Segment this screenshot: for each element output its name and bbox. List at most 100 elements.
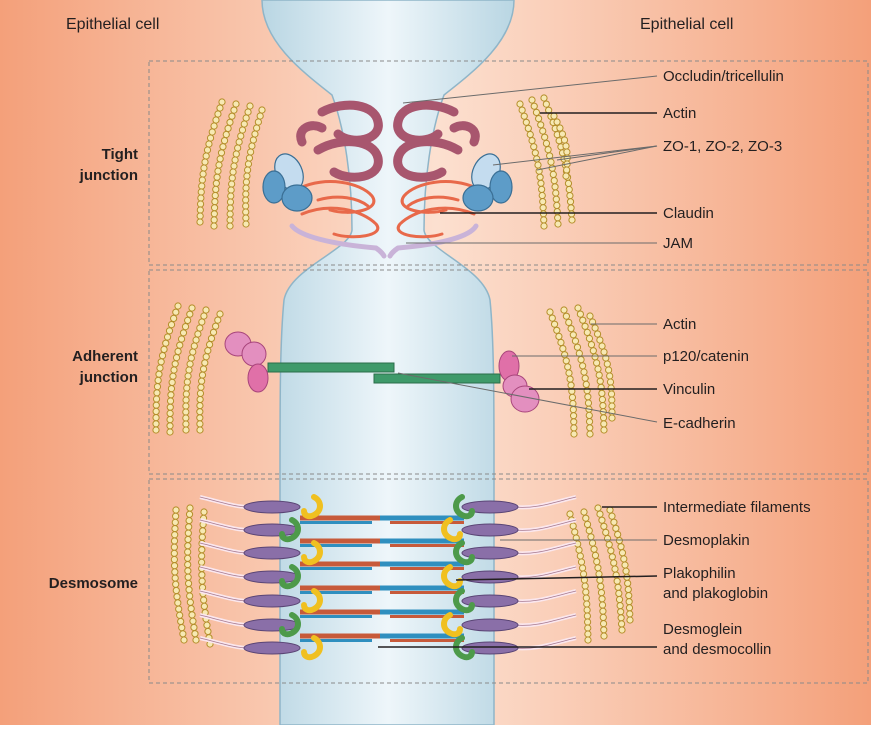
actin-bead [586, 412, 592, 418]
actin-bead [587, 313, 593, 319]
actin-bead [567, 376, 573, 382]
actin-bead [190, 349, 196, 355]
actin-bead [248, 149, 254, 155]
actin-bead [187, 505, 193, 511]
actin-bead [538, 180, 544, 186]
actin-bead [187, 361, 193, 367]
actin-bead [171, 367, 177, 373]
actin-bead [191, 624, 197, 630]
actin-bead [185, 568, 191, 574]
actin-bead [189, 305, 195, 311]
actin-bead [592, 325, 598, 331]
actin-bead [529, 138, 535, 144]
actin-bead [167, 429, 173, 435]
actin-bead [199, 572, 205, 578]
actin-bead [599, 602, 605, 608]
actin-bead [172, 361, 178, 367]
actin-bead [594, 559, 600, 565]
actin-bead [609, 403, 615, 409]
actin-bead [185, 530, 191, 536]
actin-bead [180, 631, 186, 637]
actin-bead [177, 342, 183, 348]
actin-bead [206, 341, 212, 347]
actin-bead [227, 199, 233, 205]
actin-bead [581, 369, 587, 375]
actin-bead [570, 332, 576, 338]
desmosome-title: Desmosome [49, 575, 138, 592]
actin-bead [548, 159, 554, 165]
actin-bead [543, 140, 549, 146]
actin-bead [569, 217, 575, 223]
actin-bead [214, 174, 220, 180]
actin-bead [197, 427, 203, 433]
actin-bead [599, 343, 605, 349]
actin-bead [569, 394, 575, 400]
actin-bead [167, 417, 173, 423]
actin-bead [534, 156, 540, 162]
actin-bead [594, 331, 600, 337]
actin-bead [243, 221, 249, 227]
actin-bead [186, 511, 192, 517]
actin-bead [613, 525, 619, 531]
adherent-junction-title: junction [79, 369, 138, 386]
desmoplakin [462, 571, 518, 583]
actin-bead [197, 219, 203, 225]
actin-bead [244, 167, 250, 173]
actin-bead [595, 366, 601, 372]
actin-bead [600, 621, 606, 627]
actin-bead [596, 372, 602, 378]
actin-bead [562, 352, 568, 358]
desmoglein [390, 639, 464, 642]
zo-protein [463, 185, 493, 211]
actin-bead [600, 415, 606, 421]
actin-bead [200, 528, 206, 534]
actin-bead [543, 101, 549, 107]
actin-bead [564, 149, 570, 155]
label-plakophilin: Plakophilin [663, 565, 736, 582]
actin-bead [614, 578, 620, 584]
actin-bead [563, 358, 569, 364]
actin-bead [527, 131, 533, 137]
actin-bead [231, 107, 237, 113]
actin-bead [599, 396, 605, 402]
actin-bead [181, 637, 187, 643]
label-actin-adherent: Actin [663, 316, 696, 333]
actin-bead [574, 344, 580, 350]
actin-bead [591, 546, 597, 552]
actin-bead [193, 337, 199, 343]
label-intermediate-filaments: Intermediate filaments [663, 499, 811, 516]
actin-bead [199, 177, 205, 183]
actin-bead [169, 379, 175, 385]
actin-bead [594, 360, 600, 366]
actin-bead [197, 325, 203, 331]
actin-bead [578, 559, 584, 565]
actin-bead [239, 127, 245, 133]
actin-bead [532, 150, 538, 156]
label-jam: JAM [663, 235, 693, 252]
actin-bead [154, 384, 160, 390]
actin-bead [568, 326, 574, 332]
actin-bead [570, 407, 576, 413]
actin-bead [201, 509, 207, 515]
actin-bead [228, 187, 234, 193]
label-desmoplakin: Desmoplakin [663, 532, 750, 549]
actin-bead [167, 410, 173, 416]
actin-bead [536, 116, 542, 122]
actin-bead [567, 199, 573, 205]
actin-bead [582, 375, 588, 381]
actin-bead [243, 197, 249, 203]
actin-bead [619, 550, 625, 556]
actin-bead [618, 621, 624, 627]
actin-bead [171, 563, 177, 569]
desmoglein [390, 521, 464, 524]
label-zo: ZO-1, ZO-2, ZO-3 [663, 138, 782, 155]
e-cadherin [374, 374, 500, 383]
actin-bead [199, 378, 205, 384]
actin-bead [199, 319, 205, 325]
actin-bead [202, 360, 208, 366]
actin-bead [611, 519, 617, 525]
actin-bead [561, 307, 567, 313]
actin-bead [185, 574, 191, 580]
actin-bead [167, 423, 173, 429]
